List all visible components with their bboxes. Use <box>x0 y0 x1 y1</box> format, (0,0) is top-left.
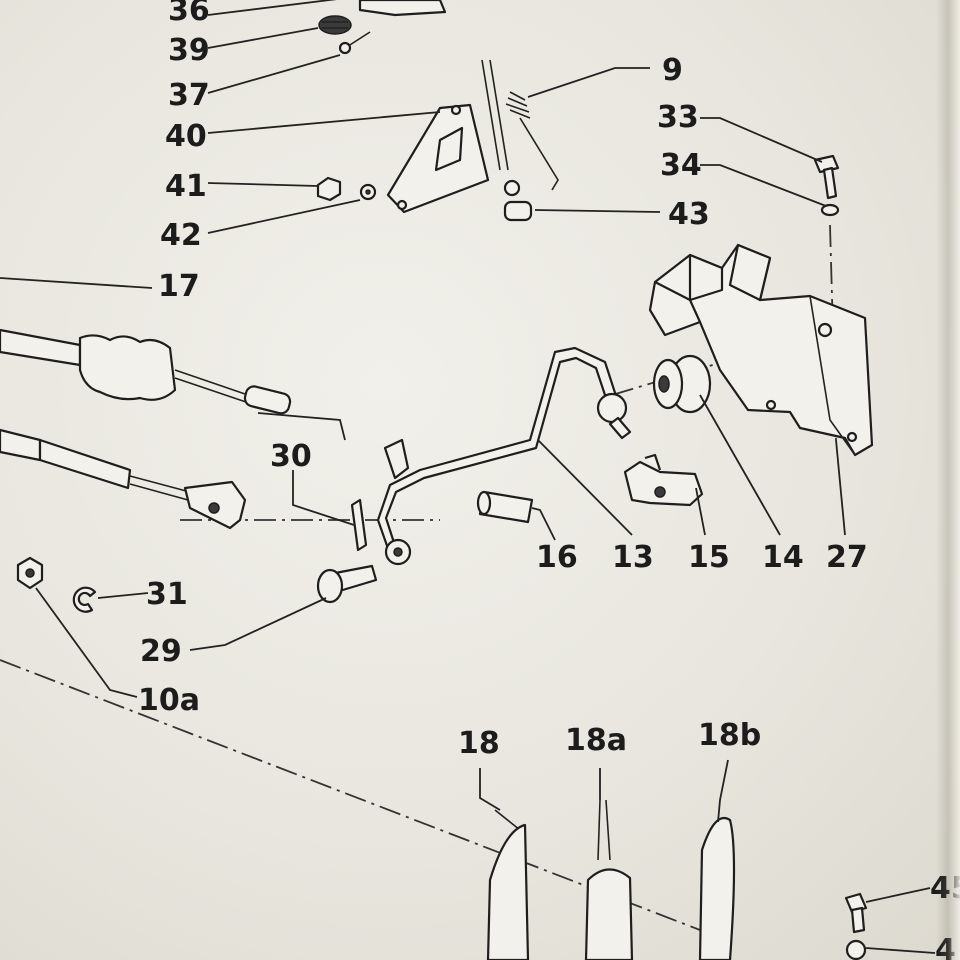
leader-lines <box>0 0 936 954</box>
part-15-clip <box>623 453 704 507</box>
part-40-triangle-bracket <box>386 103 490 214</box>
label-39: 39 <box>168 33 210 68</box>
part-14-grommet <box>652 354 712 414</box>
part-18-spring <box>486 809 530 960</box>
part-31-circlip <box>72 586 97 613</box>
label-9: 9 <box>662 53 683 88</box>
label-41: 41 <box>165 169 207 204</box>
label-18a: 18a <box>565 723 627 758</box>
label-10a: 10a <box>138 683 200 718</box>
part-29-clevis-pin <box>316 564 378 604</box>
part-42-washer <box>359 183 377 201</box>
label-18b: 18b <box>698 718 761 753</box>
label-18: 18 <box>458 726 500 761</box>
label-13: 13 <box>612 540 654 575</box>
part-9-spring-rod <box>481 59 559 197</box>
part-16-bushing <box>476 490 534 524</box>
label-30: 30 <box>270 439 312 474</box>
part-18a-spring <box>584 799 634 960</box>
part-37-pin <box>338 31 371 55</box>
label-15: 15 <box>688 540 730 575</box>
part-45-bolt <box>844 892 868 960</box>
part-13-lever-rod <box>376 346 632 566</box>
label-34: 34 <box>660 148 702 183</box>
part-39-spring <box>318 15 352 35</box>
part-30-split-pin <box>350 498 368 552</box>
label-42: 42 <box>160 218 202 253</box>
part-17-cable-upper <box>0 328 292 415</box>
label-33: 33 <box>657 100 699 135</box>
part-33-bolt <box>813 154 840 200</box>
part-41-nut <box>316 176 342 202</box>
cable-lower <box>0 428 247 530</box>
part-18b-spring <box>698 817 736 960</box>
label-36: 36 <box>168 0 210 28</box>
label-16: 16 <box>536 540 578 575</box>
label-27: 27 <box>826 540 868 575</box>
part-27-cover <box>648 243 874 457</box>
label-40: 40 <box>165 119 207 154</box>
part-10a-nut <box>16 556 44 590</box>
label-14: 14 <box>762 540 804 575</box>
label-31: 31 <box>146 577 188 612</box>
label-37: 37 <box>168 78 210 113</box>
label-29: 29 <box>140 634 182 669</box>
part-43-ferrule <box>503 200 533 222</box>
label-43: 43 <box>668 197 710 232</box>
part-36-bracket <box>358 0 447 17</box>
label-17: 17 <box>158 269 200 304</box>
part-34-washer <box>820 203 840 217</box>
page-edge-shadow <box>936 0 960 960</box>
part-labels: 36 39 37 40 41 42 17 9 33 34 43 30 16 13… <box>138 0 960 960</box>
